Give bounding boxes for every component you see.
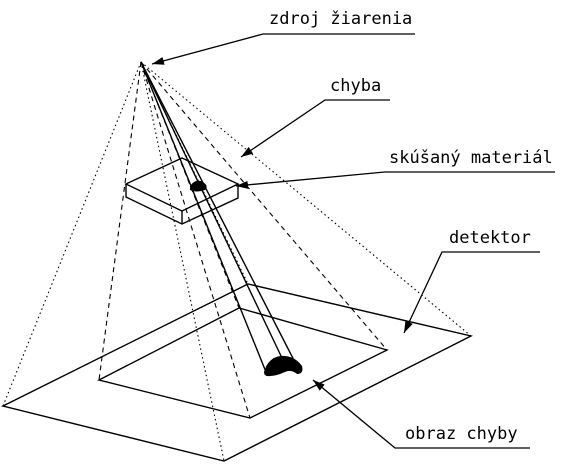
projection-area xyxy=(97,307,389,419)
label-radiation-source: zdroj žiarenia xyxy=(269,9,412,29)
defect-image-shape xyxy=(264,355,303,377)
beam-rays xyxy=(98,61,388,419)
leader-lines xyxy=(151,33,555,449)
defect-shape xyxy=(190,180,207,192)
detector-plane xyxy=(0,283,474,462)
label-defect: chyba xyxy=(330,76,381,96)
test-material-block xyxy=(124,157,240,225)
beam-edges xyxy=(2,61,472,462)
label-defect-image: obraz chyby xyxy=(405,424,518,444)
label-detector: detektor xyxy=(449,228,531,248)
label-test-material: skúšaný materiál xyxy=(389,148,553,168)
defect-rays xyxy=(140,61,301,373)
